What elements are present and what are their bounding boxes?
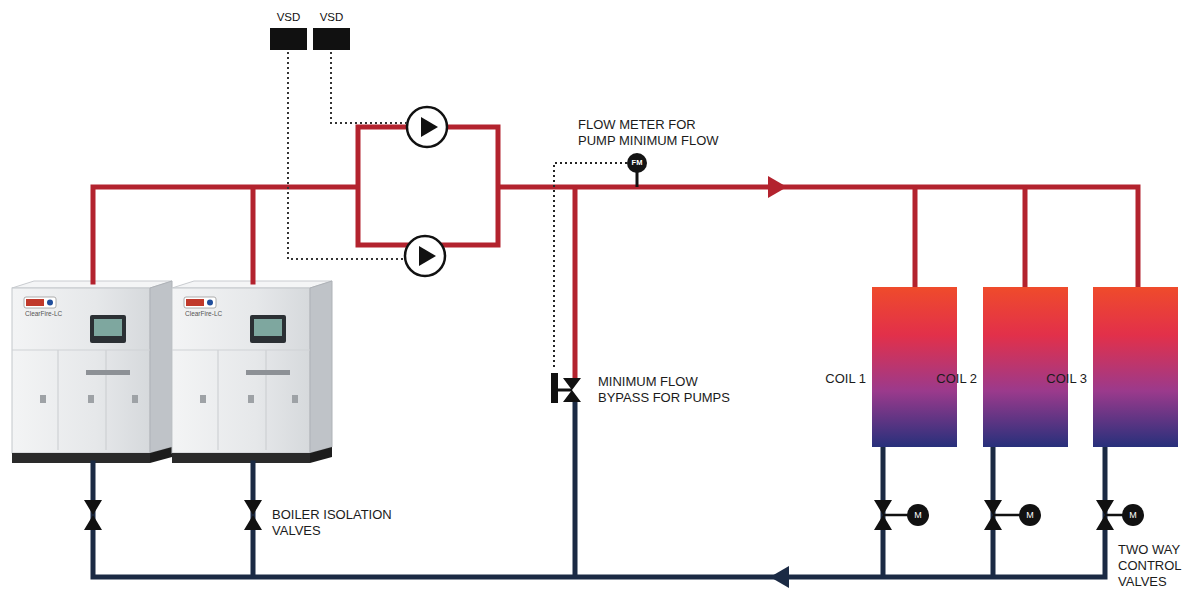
drive-box: [313, 28, 350, 50]
model-badge: ClearFire-LC: [185, 310, 245, 318]
valve-actuator: M: [907, 504, 929, 526]
valve-stem: [883, 514, 908, 517]
meter-stem: [636, 172, 639, 187]
drive-unit: VSD: [270, 10, 307, 52]
flow-arrow: [768, 176, 787, 198]
signal-line: [554, 163, 627, 370]
callout-note: BOILER ISOLATION VALVES: [272, 507, 412, 539]
signal-leader: [331, 52, 407, 123]
node-label: FM: [627, 153, 647, 173]
valve-stem: [556, 389, 572, 392]
boiler-unit: [172, 281, 332, 463]
pump-symbol: [405, 236, 445, 276]
node-label: M: [1122, 504, 1144, 526]
node-label: COIL 3: [1031, 371, 1087, 387]
valve-actuator: M: [1122, 504, 1144, 526]
callout-note: FLOW METER FOR PUMP MINIMUM FLOW: [578, 117, 724, 149]
drive-unit: VSD: [313, 10, 350, 52]
node-label: MINIMUM FLOW BYPASS FOR PUMPS: [598, 374, 738, 406]
bypass-valve: MINIMUM FLOW BYPASS FOR PUMPS: [548, 370, 744, 410]
callout-note: TWO WAY CONTROL VALVES: [1118, 542, 1198, 590]
isolation-valve: [84, 500, 102, 530]
valve-actuator-bar: [551, 373, 558, 403]
isolation-valve: [244, 500, 262, 530]
node-label: VSD: [262, 10, 315, 24]
node-label: M: [907, 504, 929, 526]
node-label: COIL 1: [810, 371, 866, 387]
pump-symbol: [421, 117, 438, 137]
heating-coil: COIL 3: [1093, 287, 1178, 447]
heating-coil: COIL 2: [983, 287, 1068, 447]
valve-actuator: M: [1019, 504, 1041, 526]
valve-stem: [1105, 514, 1123, 517]
boiler-unit: [12, 281, 172, 463]
flow-arrow: [770, 566, 789, 588]
valve-stem: [993, 514, 1020, 517]
node-label: VSD: [305, 10, 358, 24]
pump-symbol: [407, 107, 447, 147]
supply-pipe: [93, 127, 1138, 378]
signal-leader: [288, 52, 405, 259]
heating-coil: COIL 1: [872, 287, 957, 447]
flow-meter: FM: [627, 153, 647, 173]
model-badge: ClearFire-LC: [25, 310, 85, 318]
valve-graphic: [548, 370, 588, 410]
node-label: M: [1019, 504, 1041, 526]
pump-symbol: [419, 246, 436, 266]
node-label: COIL 2: [921, 371, 977, 387]
drive-box: [270, 28, 307, 50]
